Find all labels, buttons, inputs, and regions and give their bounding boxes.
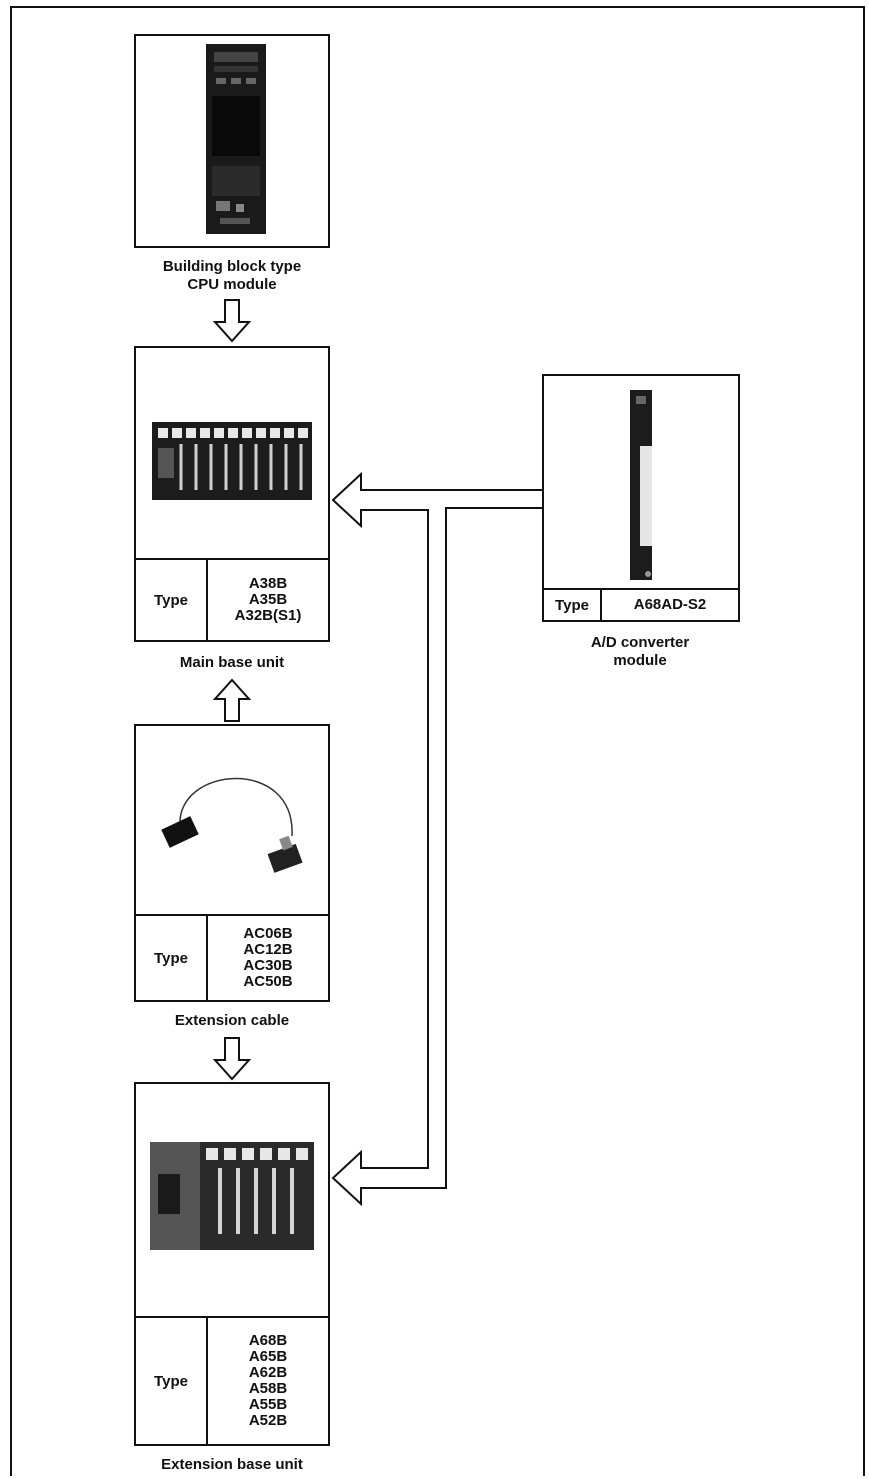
connector-outer-line	[333, 474, 542, 1204]
